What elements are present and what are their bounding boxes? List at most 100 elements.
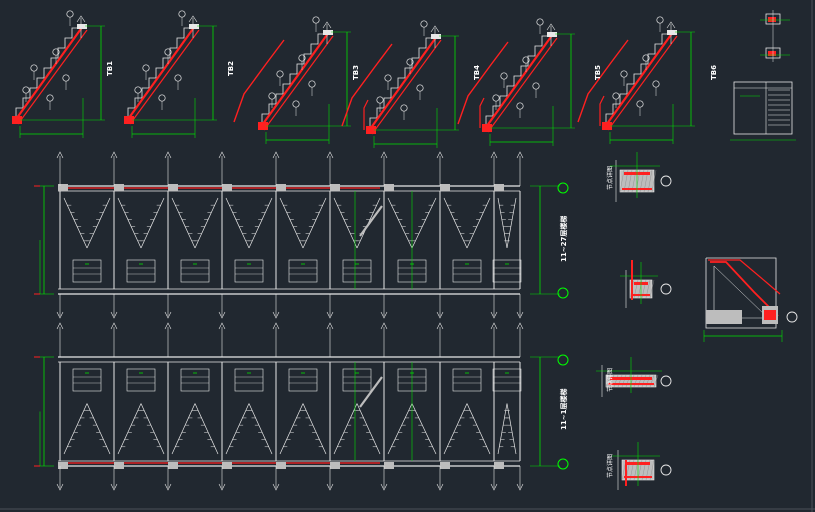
stair-flight <box>279 197 304 249</box>
wall-hatch-block <box>276 462 286 469</box>
landing-outline <box>234 368 264 392</box>
stair-slab-rebar <box>129 29 200 125</box>
stair-flight <box>171 197 196 249</box>
break-mark-icon <box>56 311 64 319</box>
axis-bubble-icon <box>557 458 569 470</box>
landing-outline <box>452 259 482 283</box>
landing-block <box>189 24 199 29</box>
stair-section <box>124 10 217 138</box>
stair-slab-rebar <box>603 31 674 129</box>
wall-hatch-block <box>58 184 68 191</box>
stair-section-label: TB2 <box>227 61 235 76</box>
stair-slab-rebar <box>483 33 554 131</box>
break-mark-icon <box>164 322 172 330</box>
break-mark-icon <box>380 322 388 330</box>
node-detail <box>596 357 672 397</box>
break-mark-icon <box>110 483 118 491</box>
break-mark-icon <box>218 322 226 330</box>
landing-block <box>366 126 376 134</box>
stair-steps <box>369 37 433 128</box>
break-mark-icon <box>666 21 676 29</box>
stair-section-label: TB4 <box>473 65 481 80</box>
break-mark-icon <box>218 483 226 491</box>
stair-section <box>233 16 351 144</box>
break-mark-icon <box>56 322 64 330</box>
break-mark-icon <box>490 322 498 330</box>
stair-steps <box>15 27 79 118</box>
landing-block <box>482 124 492 132</box>
break-mark-icon <box>188 15 198 23</box>
stair-flight <box>506 403 517 455</box>
hatch-line <box>651 169 657 193</box>
bent-rebar <box>577 39 629 123</box>
stair-flight <box>140 197 165 249</box>
break-mark-icon <box>110 311 118 319</box>
stair-steps <box>261 33 325 124</box>
bent-rebar <box>233 39 285 123</box>
stair-flight <box>117 403 142 455</box>
stair-flight <box>466 197 491 249</box>
wall-hatch-block <box>330 184 340 191</box>
stair-section <box>457 18 575 146</box>
stair-section-label: TB3 <box>352 65 360 80</box>
stair-plan <box>34 322 560 491</box>
break-mark-icon <box>110 322 118 330</box>
break-mark-icon <box>516 483 524 491</box>
break-mark-icon <box>490 483 498 491</box>
break-mark-icon <box>516 322 524 330</box>
section-cut <box>359 205 383 237</box>
stair-flight <box>443 403 468 455</box>
landing-block <box>547 32 557 37</box>
break-mark-icon <box>516 311 524 319</box>
break-mark-icon <box>546 23 556 31</box>
stair-section <box>12 10 105 138</box>
break-mark-icon <box>436 322 444 330</box>
stair-flight <box>506 197 517 249</box>
stair-flight <box>86 403 111 455</box>
wall-hatch-block <box>168 184 178 191</box>
leader-bubble-icon <box>660 283 672 295</box>
leader-bubble-icon <box>660 375 672 387</box>
landing-outline <box>342 368 372 392</box>
stair-flight <box>387 197 413 249</box>
leader-bubble-icon <box>660 464 672 476</box>
break-mark-icon <box>436 311 444 319</box>
bent-rebar <box>599 95 605 126</box>
bent-rebar <box>479 97 485 128</box>
stair-steps <box>605 33 669 124</box>
break-mark-icon <box>56 483 64 491</box>
stair-flight <box>63 197 88 249</box>
stair-flight <box>497 197 508 249</box>
stair-plan-views <box>34 151 560 491</box>
landing-outline <box>72 259 102 283</box>
landing-outline <box>288 368 318 392</box>
stair-slab-rebar <box>367 35 438 133</box>
bent-rebar <box>363 99 369 130</box>
landing-block <box>12 116 22 124</box>
landing-outline <box>288 259 318 283</box>
break-mark-icon <box>490 151 498 159</box>
stair-flight <box>225 403 250 455</box>
stair-flight <box>411 403 437 455</box>
landing-outline <box>180 368 210 392</box>
stair-flight <box>387 403 413 455</box>
detail-rebar <box>710 261 779 317</box>
stair-plan <box>34 151 560 319</box>
plan-view-label: 11~27层楼梯 <box>559 216 568 262</box>
landing-block <box>602 122 612 130</box>
break-mark-icon <box>164 151 172 159</box>
stair-slab-rebar <box>607 35 678 131</box>
stair-steps <box>485 35 549 126</box>
plan-view-label: 11~1层楼梯 <box>559 389 568 430</box>
hatch-line <box>605 374 611 388</box>
axis-bubble-icon <box>557 354 569 366</box>
detail-outline <box>705 257 777 329</box>
landing-outline <box>126 259 156 283</box>
stair-flight <box>248 197 273 249</box>
stair-section-label: TB5 <box>594 65 602 80</box>
break-mark-icon <box>326 151 334 159</box>
detail-rebar <box>708 259 781 295</box>
wall-hatch-block <box>58 462 68 469</box>
break-mark-icon <box>380 483 388 491</box>
